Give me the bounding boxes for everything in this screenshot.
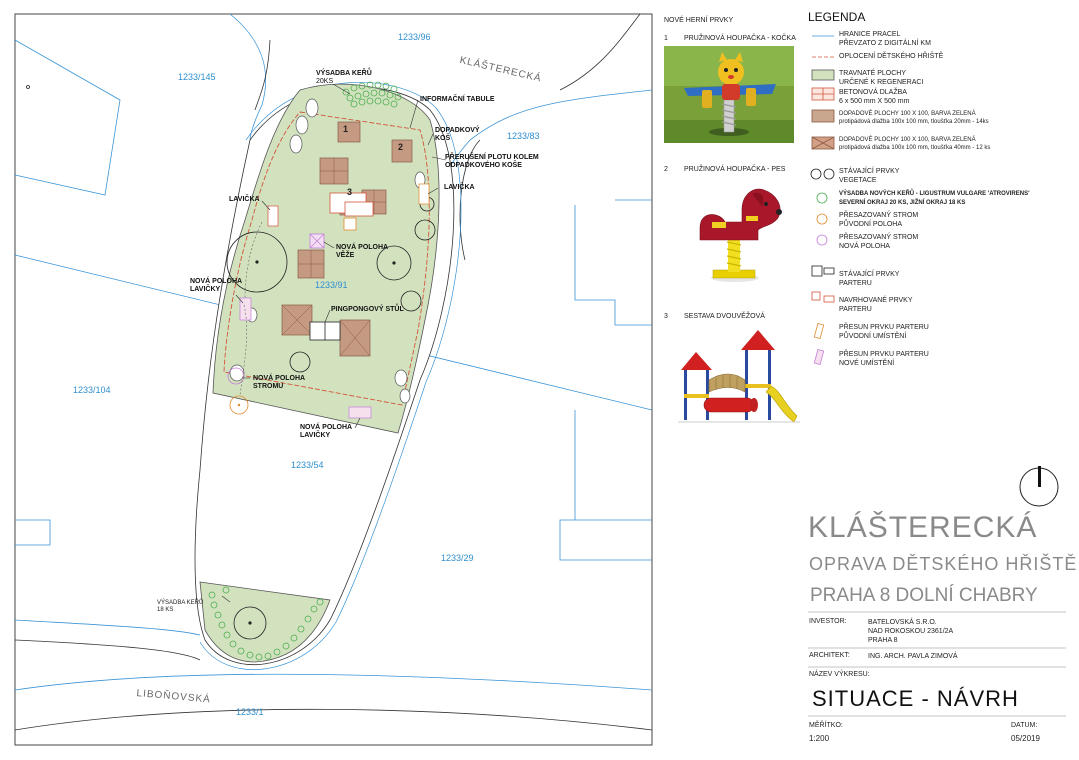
parcel-label-1233-104: 1233/104 (73, 385, 111, 395)
legend-title: LEGENDA (808, 10, 866, 24)
tree-new-position (227, 367, 245, 385)
parcel-label-1233-29: 1233/29 (441, 553, 474, 563)
product-2-name: PRUŽINOVÁ HOUPAČKA - PES (684, 166, 786, 173)
label-pingpong: PINGPONGOVÝ STŮL (331, 306, 404, 313)
new-shrubs-north (342, 81, 402, 108)
scale-value: 1:200 (809, 734, 830, 743)
new-shrubs-south (208, 586, 324, 661)
product-image-playset (678, 330, 800, 423)
parcel-label-1233-91: 1233/91 (315, 280, 348, 290)
product-1-name: PRUŽINOVÁ HOUPAČKA - KOČKA (684, 35, 796, 42)
product-3-number: 3 (664, 313, 668, 320)
play-element-number-2: 2 (398, 142, 404, 152)
product-3-name: SESTAVA DVOUVĚŽOVÁ (684, 313, 765, 320)
parcel-label-1233-83: 1233/83 (507, 131, 540, 141)
product-image-cat (664, 46, 794, 143)
date-label: DATUM: (1011, 722, 1038, 729)
playground-fence (223, 111, 430, 406)
label-bench-left: LAVIČKA (229, 196, 260, 203)
scale-label: MĚŘÍTKO: (809, 722, 843, 729)
leader-lines (221, 83, 447, 603)
play-element-number-3: 3 (347, 187, 353, 197)
product-image-dog (699, 188, 782, 282)
playground-grass (212, 83, 440, 434)
legend-item-fence: OPLOCENÍ DĚTSKÉHO HŘIŠTĚ (839, 53, 944, 60)
tree-old-position (229, 395, 249, 415)
project-title: KLÁŠTERECKÁ (808, 511, 1038, 544)
project-subtitle: OPRAVA DĚTSKÉHO HŘIŠTĚ (809, 554, 1078, 574)
architect-name: ING. ARCH. PAVLA ZIMOVÁ (868, 653, 958, 660)
investor-details: BATELOVSKÁ S.R.O. NAD ROKOSKOU 2361/2A P… (868, 619, 954, 645)
drawing-name-label: NÁZEV VÝKRESU: (809, 671, 870, 678)
legend-item-new-shrubs: VÝSADBA NOVÝCH KEŘŮ - LIGUSTRUM VULGARE … (839, 191, 1030, 206)
south-grass (199, 581, 331, 663)
parcel-label-1233-54: 1233/54 (291, 460, 324, 470)
product-1-number: 1 (664, 35, 668, 42)
titleblock-lines (808, 611, 1066, 717)
date-value: 05/2019 (1011, 734, 1040, 743)
architect-label: ARCHITEKT: (809, 652, 850, 659)
legend-symbols (810, 35, 835, 366)
project-location: PRAHA 8 DOLNÍ CHABRY (810, 585, 1038, 606)
parcel-label-1233-1: 1233/1 (236, 707, 264, 717)
product-2-number: 2 (664, 166, 668, 173)
drawing-name: SITUACE - NÁVRH (812, 686, 1019, 711)
curb-lines (14, 13, 653, 731)
relocation-arrows (239, 221, 263, 396)
play-element-number-1: 1 (343, 124, 349, 134)
products-header: NOVÉ HERNÍ PRVKY (664, 17, 734, 24)
label-bench-right: LAVIČKA (444, 184, 475, 191)
label-info-board: INFORMAČNÍ TABULE (420, 96, 495, 103)
investor-label: INVESTOR: (809, 618, 847, 625)
plan-frame (14, 13, 653, 746)
parcel-label-1233-145: 1233/145 (178, 72, 216, 82)
play-elements (309, 192, 374, 341)
parcel-label-1233-96: 1233/96 (398, 32, 431, 42)
